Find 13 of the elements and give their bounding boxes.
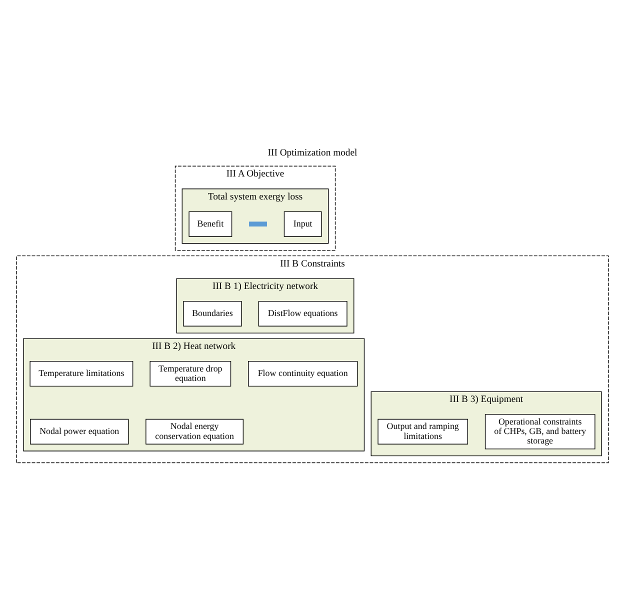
node-box: Benefit: [188, 211, 232, 237]
node-box: Temperature limitations: [30, 360, 134, 387]
diagram-title: III Optimization model: [268, 147, 358, 158]
node-box: Flow continuity equation: [248, 360, 358, 387]
node-box: Operational constraints of CHPs, GB, and battery storage: [484, 414, 596, 450]
node-box: Temperature drop equation: [150, 360, 232, 387]
node-box: Boundaries: [183, 300, 242, 326]
node-box: Output and ramping limitations: [378, 418, 468, 444]
node-box: DistFlow equations: [258, 300, 348, 326]
node-box: Input: [284, 211, 322, 237]
node-bar: [249, 222, 267, 226]
node-box: Nodal power equation: [30, 418, 129, 444]
node-box: Nodal energy conservation equation: [146, 418, 244, 444]
